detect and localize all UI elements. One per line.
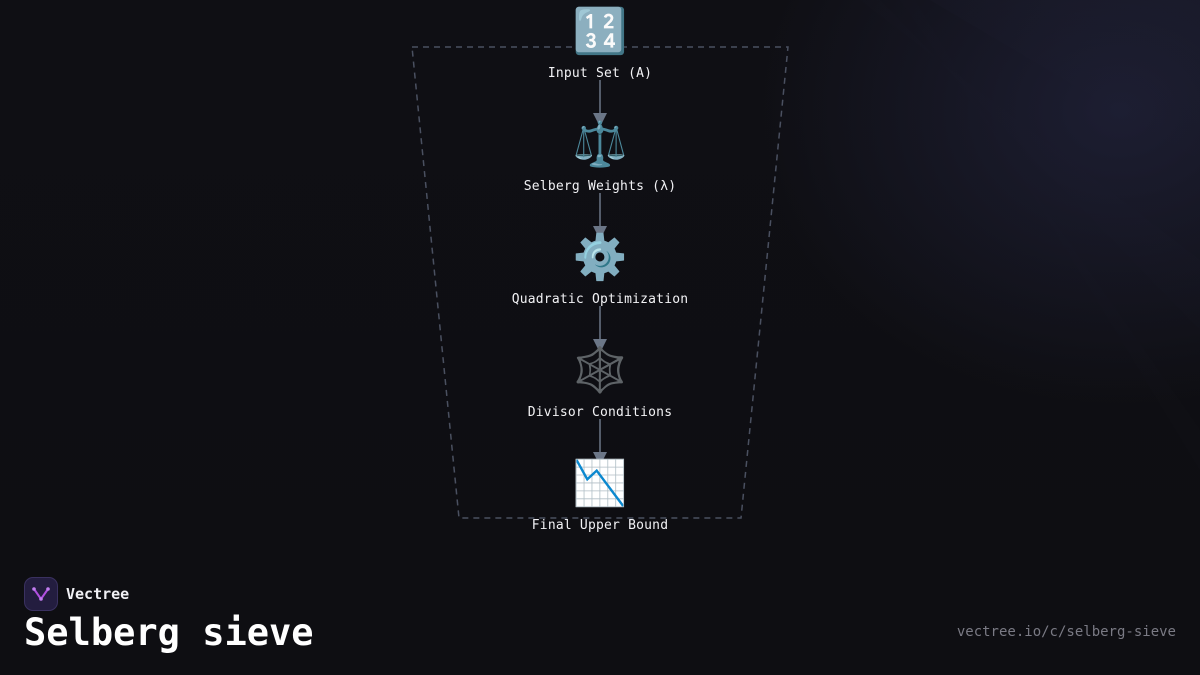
node-divisor-conditions: 🕸️ Divisor Conditions [480, 345, 720, 420]
spider-web-icon: 🕸️ [572, 345, 628, 396]
input-numbers-icon: 🔢 [572, 6, 628, 57]
page-title: Selberg sieve [24, 611, 314, 654]
arrow-4 [593, 419, 607, 466]
node-label: Quadratic Optimization [511, 292, 689, 307]
node-label: Input Set (A) [547, 66, 653, 81]
brand: Vectree [24, 577, 129, 611]
node-quadratic-optimization: ⚙️ Quadratic Optimization [480, 232, 720, 307]
chart-decreasing-icon: 📉 [572, 458, 628, 509]
node-label: Divisor Conditions [527, 405, 673, 420]
balance-scale-icon: ⚖️ [572, 119, 628, 170]
page-url[interactable]: vectree.io/c/selberg-sieve [956, 624, 1176, 640]
node-input-set: 🔢 Input Set (A) [480, 6, 720, 81]
node-selberg-weights: ⚖️ Selberg Weights (λ) [480, 119, 720, 194]
arrow-1 [593, 80, 607, 127]
node-label: Final Upper Bound [531, 518, 669, 533]
node-final-upper-bound: 📉 Final Upper Bound [480, 458, 720, 533]
arrow-3 [593, 306, 607, 353]
vectree-logo-icon [24, 577, 58, 611]
brand-name: Vectree [66, 585, 130, 603]
gear-icon: ⚙️ [572, 232, 628, 283]
node-label: Selberg Weights (λ) [523, 179, 677, 194]
arrow-2 [593, 193, 607, 240]
